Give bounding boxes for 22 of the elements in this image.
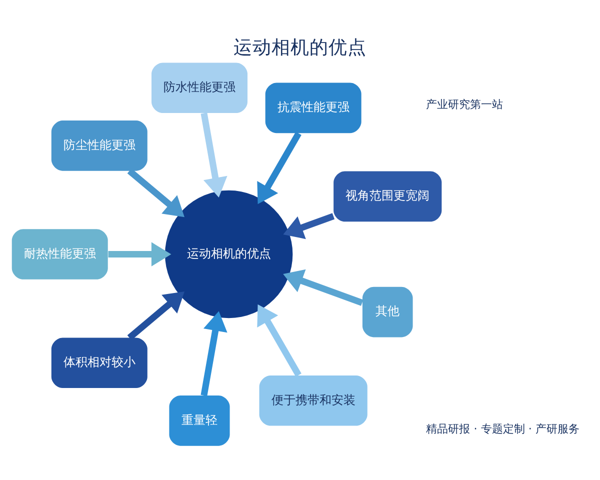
- node-box: 防尘性能更强: [51, 120, 148, 170]
- diagram-title: 运动相机的优点: [234, 36, 367, 58]
- node-box: 便于携带和安装: [259, 374, 368, 426]
- arrow: [127, 168, 184, 217]
- arrow: [108, 242, 172, 266]
- node-box: 体积相对较小: [51, 337, 148, 388]
- node-box: 其他: [362, 286, 413, 337]
- label: 精品研报 · 专题定制 · 产研服务: [426, 422, 580, 435]
- arrow: [200, 310, 228, 396]
- arrow: [127, 290, 184, 340]
- arrow: [283, 212, 335, 239]
- arrow: [257, 304, 302, 376]
- node-box: 视角范围更宽阔: [334, 170, 442, 222]
- arrow: [200, 112, 228, 197]
- label: 产业研究第一站: [426, 98, 504, 111]
- node-box: 防水性能更强: [152, 62, 248, 113]
- arrow: [283, 268, 364, 306]
- node-box: 重量轻: [169, 395, 230, 446]
- arrow: [257, 131, 302, 204]
- node-box: 耐热性能更强: [12, 228, 108, 279]
- node-box: 抗震性能更强: [265, 82, 362, 133]
- node-circle: 运动相机的优点: [164, 190, 293, 318]
